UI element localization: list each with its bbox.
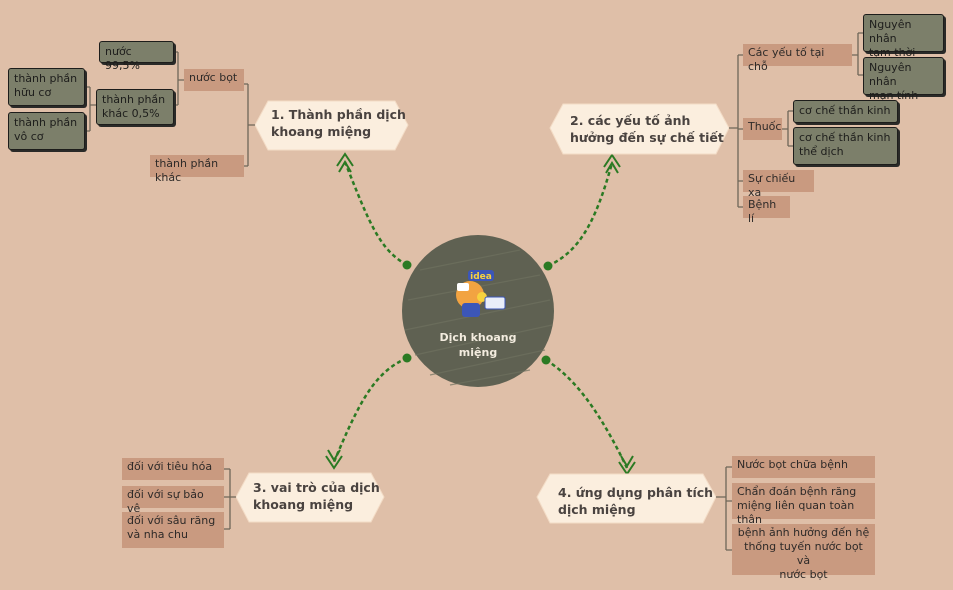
connector-topic-2 bbox=[547, 162, 614, 268]
node-yeu-to-tai-cho[interactable]: Các yếu tố tại chỗ bbox=[743, 44, 852, 73]
topic-3-shape[interactable] bbox=[235, 472, 385, 523]
node-nuoc-bot-chua-benh[interactable]: Nước bọt chữa bệnh bbox=[732, 456, 875, 478]
idea-logo-text: idea bbox=[470, 272, 492, 282]
topic-3-label: 3. vai trò của dịch khoang miệng bbox=[253, 480, 380, 512]
connector-topic-3 bbox=[332, 356, 408, 463]
branch2-taicho-connector bbox=[852, 32, 863, 76]
node-thuoc[interactable]: Thuốc bbox=[743, 118, 782, 140]
branch1-nuocbot-connector bbox=[174, 51, 184, 106]
node-tieu-hoa[interactable]: đối với tiêu hóa bbox=[122, 458, 224, 480]
arrow-tip-topic-1 bbox=[336, 152, 354, 173]
branch4-connector bbox=[716, 466, 732, 551]
connector-topic-1 bbox=[343, 161, 408, 267]
branch2-connector bbox=[729, 54, 743, 208]
topic-2-label: 2. các yếu tố ảnh hưởng đến sự chế tiết bbox=[570, 113, 724, 145]
node-co-che-the-dich[interactable]: cơ chế thần kinh thể dịch bbox=[793, 127, 898, 165]
node-co-che-than-kinh[interactable]: cơ chế thần kinh bbox=[793, 100, 898, 123]
arrow-tip-topic-2 bbox=[603, 153, 621, 174]
connector-dot-4 bbox=[541, 355, 551, 365]
branch3-connector bbox=[224, 468, 236, 530]
node-thanh-phan-khac[interactable]: thành phần khác bbox=[150, 155, 244, 184]
branch1-connector bbox=[244, 83, 255, 167]
node-thanh-phan-vo-co[interactable]: thành phần vô cơ bbox=[8, 112, 85, 150]
topic-1-label: 1. Thành phần dịch khoang miệng bbox=[271, 107, 406, 139]
node-benh-li[interactable]: Bệnh lí bbox=[743, 196, 790, 225]
connector-dot-2 bbox=[543, 261, 553, 271]
connector-topic-4 bbox=[545, 358, 629, 469]
arrow-tip-topic-3 bbox=[325, 449, 343, 470]
branch2-thuoc-connector bbox=[782, 110, 793, 147]
node-chan-doan[interactable]: Chẩn đoán bệnh răng miệng liên quan toàn… bbox=[732, 483, 875, 526]
node-anh-huong-tuyen-nuoc-bot[interactable]: bệnh ảnh hưởng đến hệ thống tuyến nước b… bbox=[732, 524, 875, 581]
node-nguyen-nhan-tam-thoi[interactable]: Nguyên nhân tạm thời bbox=[863, 14, 944, 59]
node-nguyen-nhan-man-tinh[interactable]: Nguyên nhân mạn tính bbox=[863, 57, 944, 102]
node-thanh-phan-huu-co[interactable]: thành phần hữu cơ bbox=[8, 68, 85, 106]
connector-dot-3 bbox=[402, 353, 412, 363]
topic-1-shape[interactable] bbox=[254, 100, 409, 151]
node-thanh-phan-khac-0-5[interactable]: thành phần khác 0,5% bbox=[96, 89, 174, 125]
node-nuoc-bot[interactable]: nước bọt bbox=[184, 69, 244, 91]
idea-person-lightbulb-icon: idea bbox=[456, 270, 506, 317]
node-bao-ve[interactable]: đối với sự bảo vệ bbox=[122, 486, 224, 515]
branch1-khac-connector bbox=[85, 86, 96, 132]
connector-dot-1 bbox=[402, 260, 412, 270]
node-su-chieu-xa[interactable]: Sự chiếu xạ bbox=[743, 170, 814, 199]
node-nuoc-99-5[interactable]: nước 99,5% bbox=[99, 41, 174, 72]
center-title: Dịch khoang miệng bbox=[439, 331, 517, 359]
topic-4-label: 4. ứng dụng phân tích dịch miệng bbox=[558, 485, 714, 517]
node-sau-rang[interactable]: đối với sâu răng và nha chu bbox=[122, 512, 224, 548]
